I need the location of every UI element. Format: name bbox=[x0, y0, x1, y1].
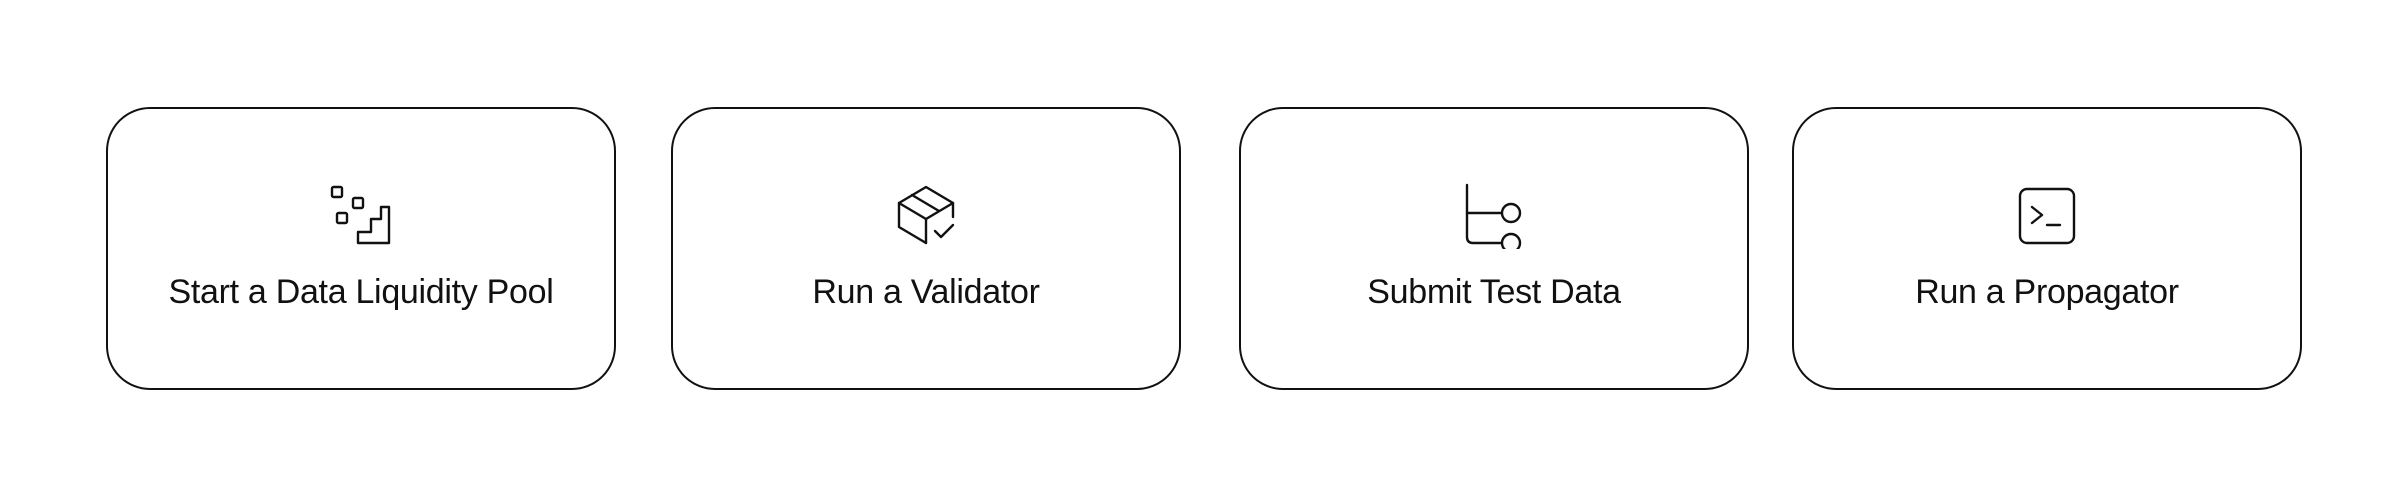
card-label: Run a Validator bbox=[812, 273, 1040, 311]
card-run-propagator[interactable]: Run a Propagator bbox=[1792, 107, 2302, 390]
package-check-icon bbox=[893, 183, 959, 249]
git-branch-icon bbox=[1461, 183, 1527, 249]
card-label: Run a Propagator bbox=[1915, 273, 2179, 311]
stairs-blocks-icon bbox=[328, 183, 394, 249]
card-label: Start a Data Liquidity Pool bbox=[168, 273, 554, 311]
terminal-icon bbox=[2014, 183, 2080, 249]
card-run-validator[interactable]: Run a Validator bbox=[671, 107, 1181, 390]
card-submit-test-data[interactable]: Submit Test Data bbox=[1239, 107, 1749, 390]
card-label: Submit Test Data bbox=[1367, 273, 1621, 311]
card-start-data-liquidity-pool[interactable]: Start a Data Liquidity Pool bbox=[106, 107, 616, 390]
